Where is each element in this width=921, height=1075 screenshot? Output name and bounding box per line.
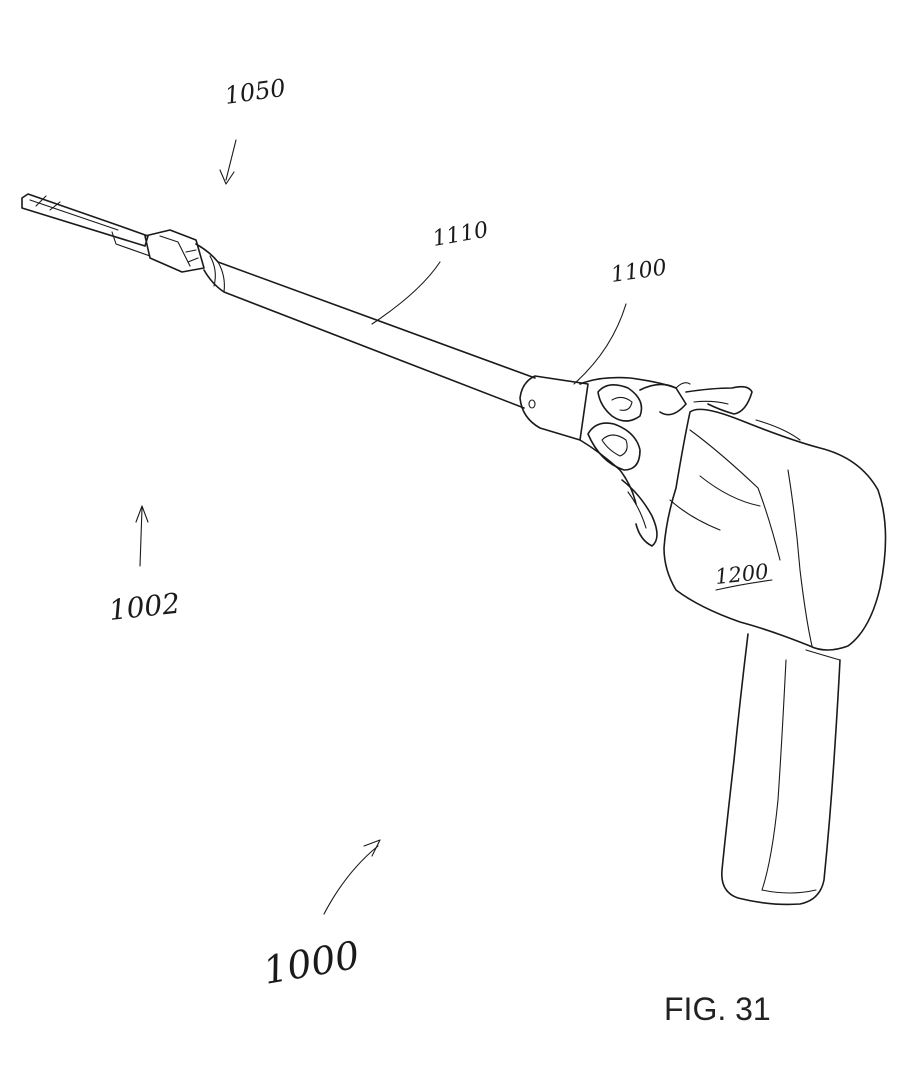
label-1100: 1100 xyxy=(609,255,668,288)
handle-housing xyxy=(664,409,886,650)
figure-caption: FIG. 31 xyxy=(664,991,771,1027)
label-1000: 1000 xyxy=(260,933,363,993)
end-effector xyxy=(22,194,204,272)
label-1200: 1200 xyxy=(714,560,770,589)
label-1110: 1110 xyxy=(431,218,490,252)
shaft xyxy=(196,244,535,408)
pistol-grip xyxy=(722,634,840,904)
leader-lines xyxy=(136,140,772,914)
label-1050: 1050 xyxy=(223,74,287,110)
nozzle-assembly xyxy=(520,376,752,546)
label-1002: 1002 xyxy=(107,587,181,627)
